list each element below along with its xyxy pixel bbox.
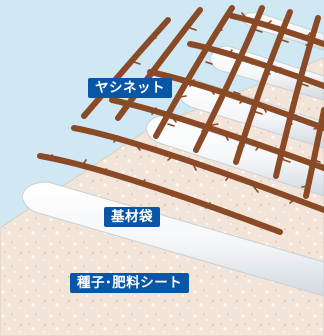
coconut-net-label: ヤシネット bbox=[88, 78, 172, 98]
base-bag-label: 基材袋 bbox=[104, 207, 160, 227]
coconut-net bbox=[37, 5, 324, 235]
seed-fertilizer-sheet-label: 種子･肥料シート bbox=[70, 273, 190, 293]
